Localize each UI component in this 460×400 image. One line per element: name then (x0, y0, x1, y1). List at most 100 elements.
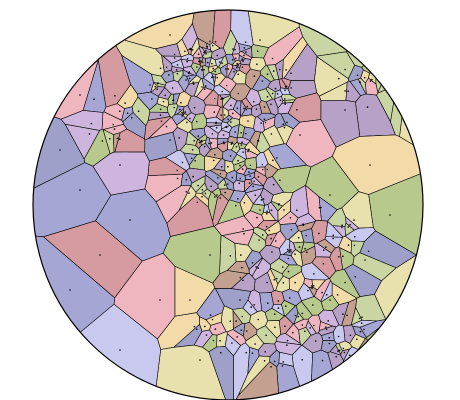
site-point (232, 112, 234, 115)
site-point (211, 62, 213, 65)
voronoi-cell (279, 87, 291, 96)
site-point (251, 262, 254, 264)
site-point (239, 164, 241, 167)
site-point (215, 127, 218, 129)
voronoi-cell (393, 66, 407, 80)
site-point (270, 133, 273, 135)
site-point (286, 248, 289, 251)
site-point (235, 146, 238, 148)
site-point (276, 93, 279, 95)
voronoi-cell (368, 170, 423, 256)
site-point (379, 78, 381, 80)
site-point (299, 134, 301, 136)
site-point (344, 109, 346, 111)
voronoi-cell (305, 156, 360, 211)
site-point (176, 177, 179, 180)
voronoi-cell (320, 294, 340, 312)
site-point (277, 307, 280, 309)
site-point (189, 117, 191, 120)
site-point (318, 206, 321, 209)
site-point (69, 289, 71, 291)
site-point (171, 99, 174, 102)
voronoi-cell (203, 125, 219, 140)
voronoi-cell (348, 64, 364, 82)
site-point (266, 210, 268, 212)
voronoi-cell (238, 355, 271, 396)
site-point (399, 299, 401, 301)
site-point (261, 234, 264, 236)
site-point (343, 351, 346, 354)
site-point (410, 96, 412, 98)
site-point (318, 232, 320, 235)
site-point (192, 81, 194, 83)
site-point (257, 140, 260, 142)
site-point (190, 157, 193, 160)
site-point (149, 84, 151, 86)
site-point (389, 214, 391, 216)
site-point (241, 168, 244, 170)
site-point (203, 51, 205, 53)
site-point (354, 236, 356, 238)
voronoi-cell (193, 78, 205, 98)
site-point (201, 69, 203, 71)
site-point (208, 142, 210, 145)
site-point (231, 342, 233, 344)
site-point (205, 52, 207, 55)
site-point (221, 90, 223, 93)
voronoi-cell (371, 60, 385, 76)
site-point (311, 287, 313, 290)
site-point (347, 90, 349, 92)
site-point (389, 68, 392, 71)
voronoi-cell (325, 220, 344, 238)
site-point (257, 318, 260, 321)
site-point (227, 118, 229, 121)
voronoi-cell (242, 321, 258, 342)
voronoi-cell (205, 147, 224, 160)
site-point (264, 351, 267, 353)
site-point (252, 185, 254, 188)
site-point (199, 60, 202, 62)
site-point (282, 361, 285, 363)
site-point (243, 107, 245, 110)
site-point (101, 140, 104, 142)
site-point (261, 168, 264, 171)
site-point (203, 68, 205, 71)
site-point (332, 234, 335, 237)
site-points (59, 34, 416, 368)
site-point (266, 96, 269, 98)
site-point (201, 189, 204, 191)
site-point (328, 342, 331, 345)
site-point (204, 192, 207, 195)
site-point (116, 137, 119, 140)
site-point (253, 304, 255, 306)
site-point (207, 61, 209, 64)
site-point (237, 92, 240, 95)
voronoi-cell (303, 278, 314, 288)
site-point (263, 106, 266, 108)
site-point (243, 201, 246, 204)
site-point (406, 73, 408, 76)
site-point (196, 201, 199, 204)
site-point (313, 324, 315, 327)
site-point (203, 88, 206, 90)
site-point (287, 270, 290, 273)
site-point (130, 117, 133, 119)
voronoi-cell (305, 320, 317, 336)
site-point (247, 120, 249, 122)
site-point (113, 128, 116, 130)
site-point (196, 66, 198, 68)
voronoi-cell (231, 59, 241, 66)
site-point (266, 168, 269, 171)
site-point (246, 105, 249, 108)
voronoi-cell (84, 10, 196, 50)
site-point (239, 299, 241, 301)
site-point (156, 88, 159, 91)
site-point (173, 53, 176, 56)
site-point (309, 327, 311, 329)
site-point (265, 225, 268, 228)
site-point (205, 334, 208, 336)
site-point (180, 101, 182, 104)
site-point (325, 246, 327, 248)
site-point (366, 106, 369, 108)
site-point (199, 359, 201, 361)
